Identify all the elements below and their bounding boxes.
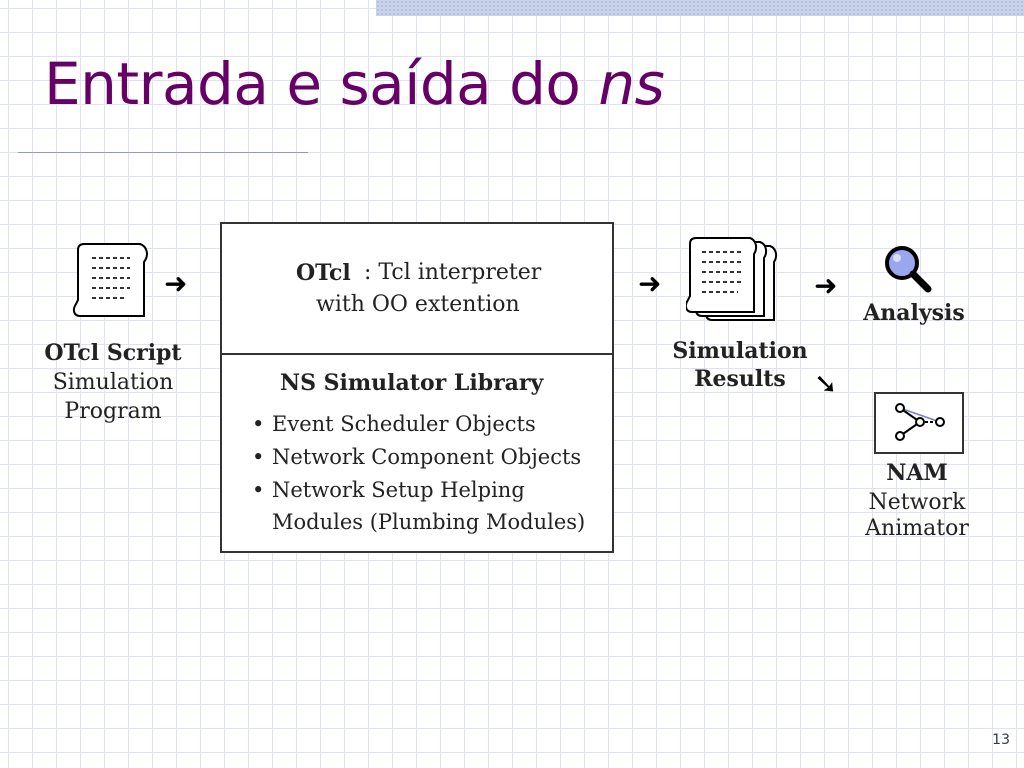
right-arrow-icon: ➜ xyxy=(814,269,838,302)
list-item: Network Component Objects xyxy=(252,441,585,474)
nam-line2: Animator xyxy=(865,516,969,541)
analysis-label: Analysis xyxy=(863,300,965,326)
list-item-label: Network Setup Helping xyxy=(272,478,525,502)
list-item-label: Network Component Objects xyxy=(272,445,582,469)
nam-frame xyxy=(874,392,964,454)
box-divider xyxy=(222,353,612,355)
network-graph-icon xyxy=(895,403,945,441)
list-item: Event Scheduler Objects xyxy=(252,408,585,441)
list-item-label: Event Scheduler Objects xyxy=(272,412,536,436)
nam-label: NAM xyxy=(886,460,948,486)
page-title: Entrada e saída do ns xyxy=(44,50,665,118)
magnifier-icon xyxy=(885,246,932,293)
otcl-desc-line2: with OO extention xyxy=(316,292,520,317)
results-line1: Simulation xyxy=(672,338,808,364)
page-number: 13 xyxy=(992,732,1010,748)
document-stack-icon xyxy=(686,237,778,321)
diagonal-arrow-icon: ➘ xyxy=(814,367,838,400)
otcl-name: OTcl xyxy=(296,260,351,286)
library-title: NS Simulator Library xyxy=(280,370,544,396)
right-arrow-icon: ➜ xyxy=(164,267,188,300)
otcl-desc-line1: : Tcl interpreter xyxy=(364,260,542,285)
results-line2: Results xyxy=(694,366,786,392)
script-line1: Simulation xyxy=(52,370,174,395)
ns-main-box: OTcl : Tcl interpreter with OO extention… xyxy=(220,222,614,553)
title-italic: ns xyxy=(598,50,665,118)
title-underline xyxy=(18,152,308,153)
feature-list: Event Scheduler Objects Network Componen… xyxy=(252,408,585,537)
title-main: Entrada e saída do xyxy=(44,50,599,118)
right-arrow-icon: ➜ xyxy=(638,267,662,300)
nam-line1: Network xyxy=(868,490,966,515)
script-label: OTcl Script xyxy=(44,340,182,366)
list-item-continuation: Modules (Plumbing Modules) xyxy=(272,510,586,534)
top-decorative-band xyxy=(376,0,1024,16)
document-icon xyxy=(72,243,148,317)
script-line2: Program xyxy=(64,399,162,424)
